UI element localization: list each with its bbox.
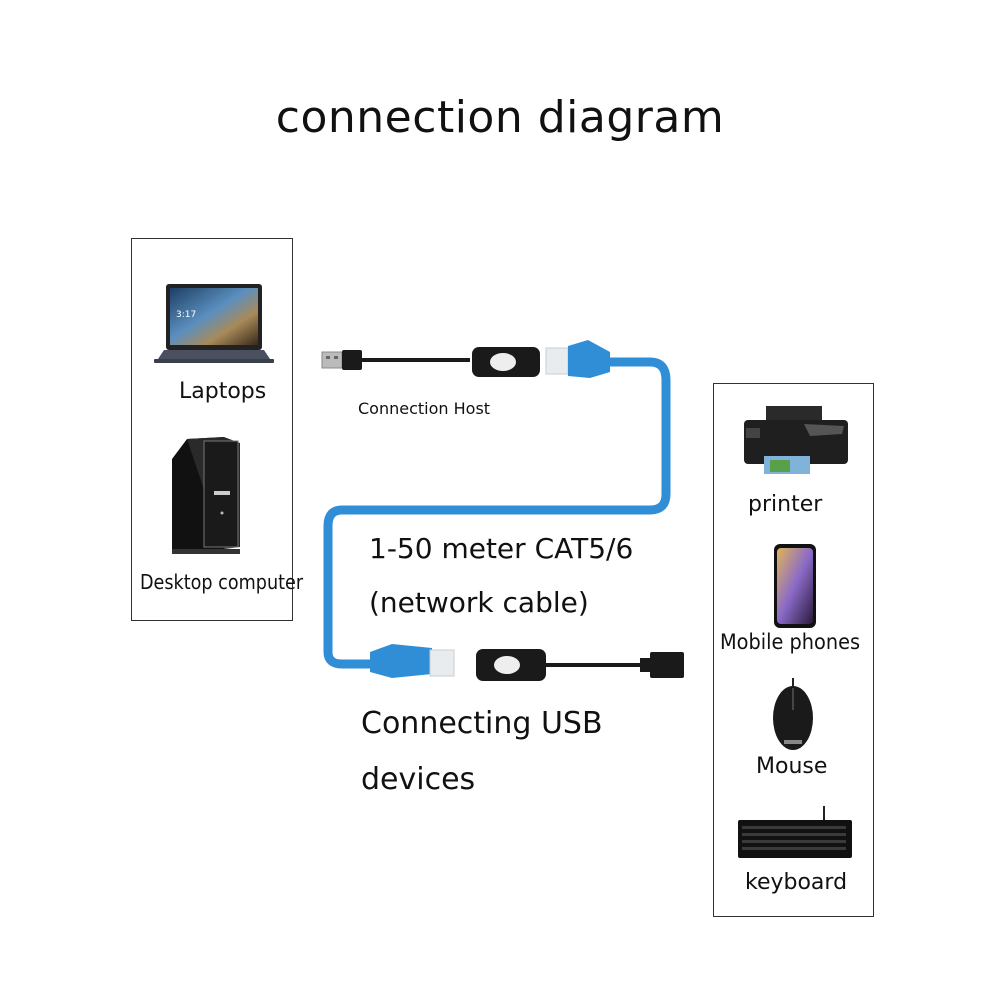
device-adapter-icon: [476, 649, 546, 681]
mouse-icon: [773, 678, 813, 750]
target-device-label-keyboard: keyboard: [745, 870, 848, 895]
usb-female-socket-icon: [640, 652, 684, 678]
host-adapter-icon: [472, 347, 540, 377]
usb-devices-label-line2: devices: [361, 762, 476, 797]
usb-male-plug-icon: [321, 350, 362, 370]
laptop-icon: 3:17: [154, 284, 274, 363]
target-device-label-mobile: Mobile phones: [720, 630, 861, 654]
target-device-label-printer: printer: [748, 492, 823, 517]
target-device-label-mouse: Mouse: [756, 754, 828, 779]
printer-icon: [744, 406, 848, 474]
usb-devices-label-line1: Connecting USB: [361, 706, 603, 741]
smartphone-icon: [774, 544, 816, 628]
target-devices-panel: printer Mobile phones Mouse keyboar: [713, 383, 874, 917]
cable-type-label: (network cable): [369, 586, 589, 619]
source-device-label-laptops: Laptops: [179, 379, 267, 404]
diagram-title: connection diagram: [275, 92, 725, 143]
rj45-plug-device-icon: [370, 644, 455, 678]
cable-length-label: 1-50 meter CAT5/6: [369, 532, 634, 565]
keyboard-icon: [738, 806, 852, 858]
source-devices-panel: 3:17 Laptops Desktop computer: [131, 238, 303, 621]
rj45-plug-host-icon: [545, 340, 610, 378]
source-device-label-desktop: Desktop computer: [140, 570, 304, 594]
connection-host-label: Connection Host: [358, 399, 491, 418]
svg-text:3:17: 3:17: [176, 310, 196, 320]
desktop-tower-icon: [172, 437, 240, 554]
